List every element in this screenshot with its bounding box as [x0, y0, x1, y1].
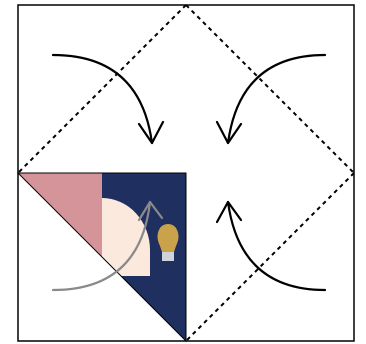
arrow-top-right	[215, 53, 327, 145]
arrow-bottom-right	[215, 200, 327, 292]
flap-edge	[16, 172, 187, 343]
arrow-bottom-left	[51, 200, 164, 292]
lightbulb-icon	[157, 224, 179, 261]
cream-quarter-shape	[102, 198, 150, 276]
arrow-top-left	[51, 53, 165, 145]
